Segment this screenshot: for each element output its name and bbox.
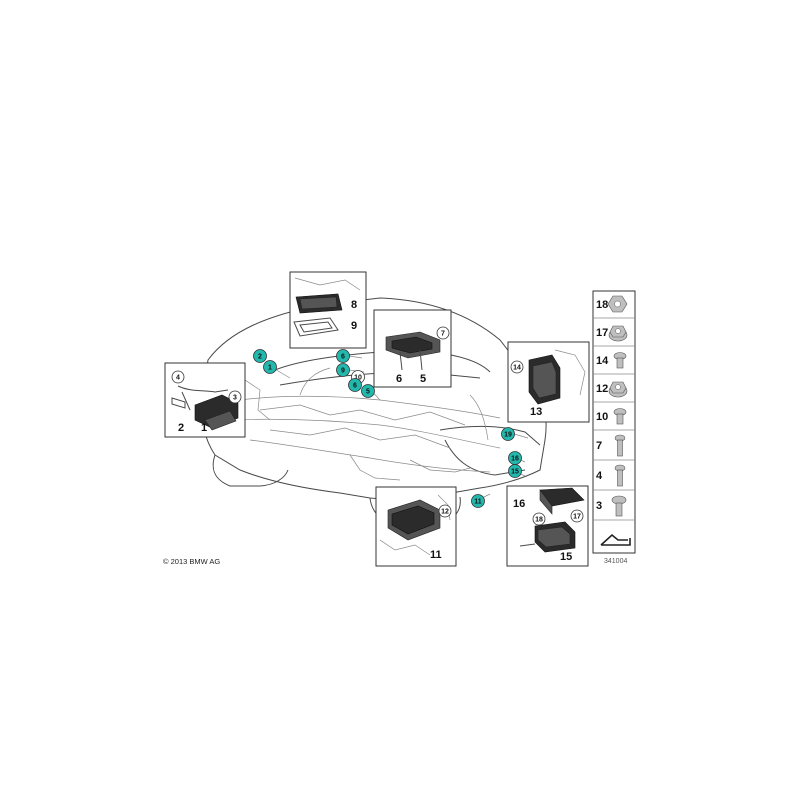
car-label-16: 16	[511, 456, 519, 463]
label-12: 12	[441, 509, 449, 516]
car-label-10: 10	[354, 375, 362, 382]
label-1: 1	[201, 422, 207, 434]
fastener-label-17: 17	[596, 327, 608, 339]
callout-17	[570, 509, 584, 523]
callout-12	[438, 504, 452, 518]
callout-7	[436, 326, 450, 340]
fastener-label-18: 18	[596, 299, 608, 311]
fastener-label-4: 4	[596, 470, 603, 482]
car-label-5: 5	[366, 389, 370, 396]
car-label-6: 6	[341, 354, 345, 361]
label-9: 9	[351, 320, 357, 332]
callout-car-11	[471, 494, 485, 508]
car-label-1: 1	[268, 365, 272, 372]
callout-14	[510, 360, 524, 374]
label-14: 14	[513, 365, 521, 372]
fastener-label-7: 7	[596, 440, 602, 452]
callout-3	[228, 390, 242, 404]
car-label-2: 2	[258, 354, 262, 361]
copyright-notice: © 2013 BMW AG	[163, 557, 221, 566]
callout-car-1	[263, 360, 277, 374]
label-18: 18	[535, 517, 543, 524]
detail-box-junction-box-rear: 14 13	[507, 341, 590, 423]
detail-box-control-unit-front: 12 11	[375, 486, 457, 567]
label-8: 8	[351, 299, 357, 311]
label-7: 7	[441, 331, 445, 338]
figure-code: 341004	[604, 558, 628, 565]
label-4: 4	[176, 375, 180, 382]
car-callouts: 2 1 6 9 10 6 5 19 16 15 11	[253, 349, 522, 508]
callout-car-5	[361, 384, 375, 398]
detail-box-fuse-box-top: 8 9	[289, 271, 367, 349]
label-3: 3	[233, 395, 237, 402]
detail-box-control-unit-left: 4 3 2 1	[164, 362, 246, 438]
car-label-9: 9	[341, 368, 345, 375]
label-5: 5	[420, 373, 426, 385]
detail-box-relay-bracket: 7 6 5	[373, 309, 452, 388]
callout-car-9	[336, 363, 350, 377]
fastener-label-3: 3	[596, 500, 602, 512]
callout-car-19	[501, 427, 515, 441]
fastener-label-14: 14	[596, 355, 609, 367]
callout-car-2	[253, 349, 267, 363]
label-11: 11	[430, 549, 442, 561]
label-17: 17	[573, 514, 581, 521]
detail-box-battery-terminal-box: 16 18 17 15	[506, 485, 589, 567]
bracket-arrow-icon	[600, 533, 631, 546]
car-label-15: 15	[511, 469, 519, 476]
callout-4	[171, 370, 185, 384]
callout-car-6b	[348, 378, 362, 392]
fastener-column: 18 17 14 12 10 7 4	[592, 290, 636, 554]
fastener-label-12: 12	[596, 383, 608, 395]
label-15: 15	[560, 551, 572, 563]
label-13: 13	[530, 406, 542, 418]
car-label-19: 19	[504, 432, 512, 439]
car-label-6b: 6	[353, 383, 357, 390]
car-label-11: 11	[474, 499, 482, 506]
callout-car-6	[336, 349, 350, 363]
callout-18	[532, 512, 546, 526]
label-6: 6	[396, 373, 402, 385]
callout-car-15	[508, 464, 522, 478]
fastener-label-10: 10	[596, 411, 608, 423]
label-2: 2	[178, 422, 184, 434]
label-16: 16	[513, 498, 525, 510]
